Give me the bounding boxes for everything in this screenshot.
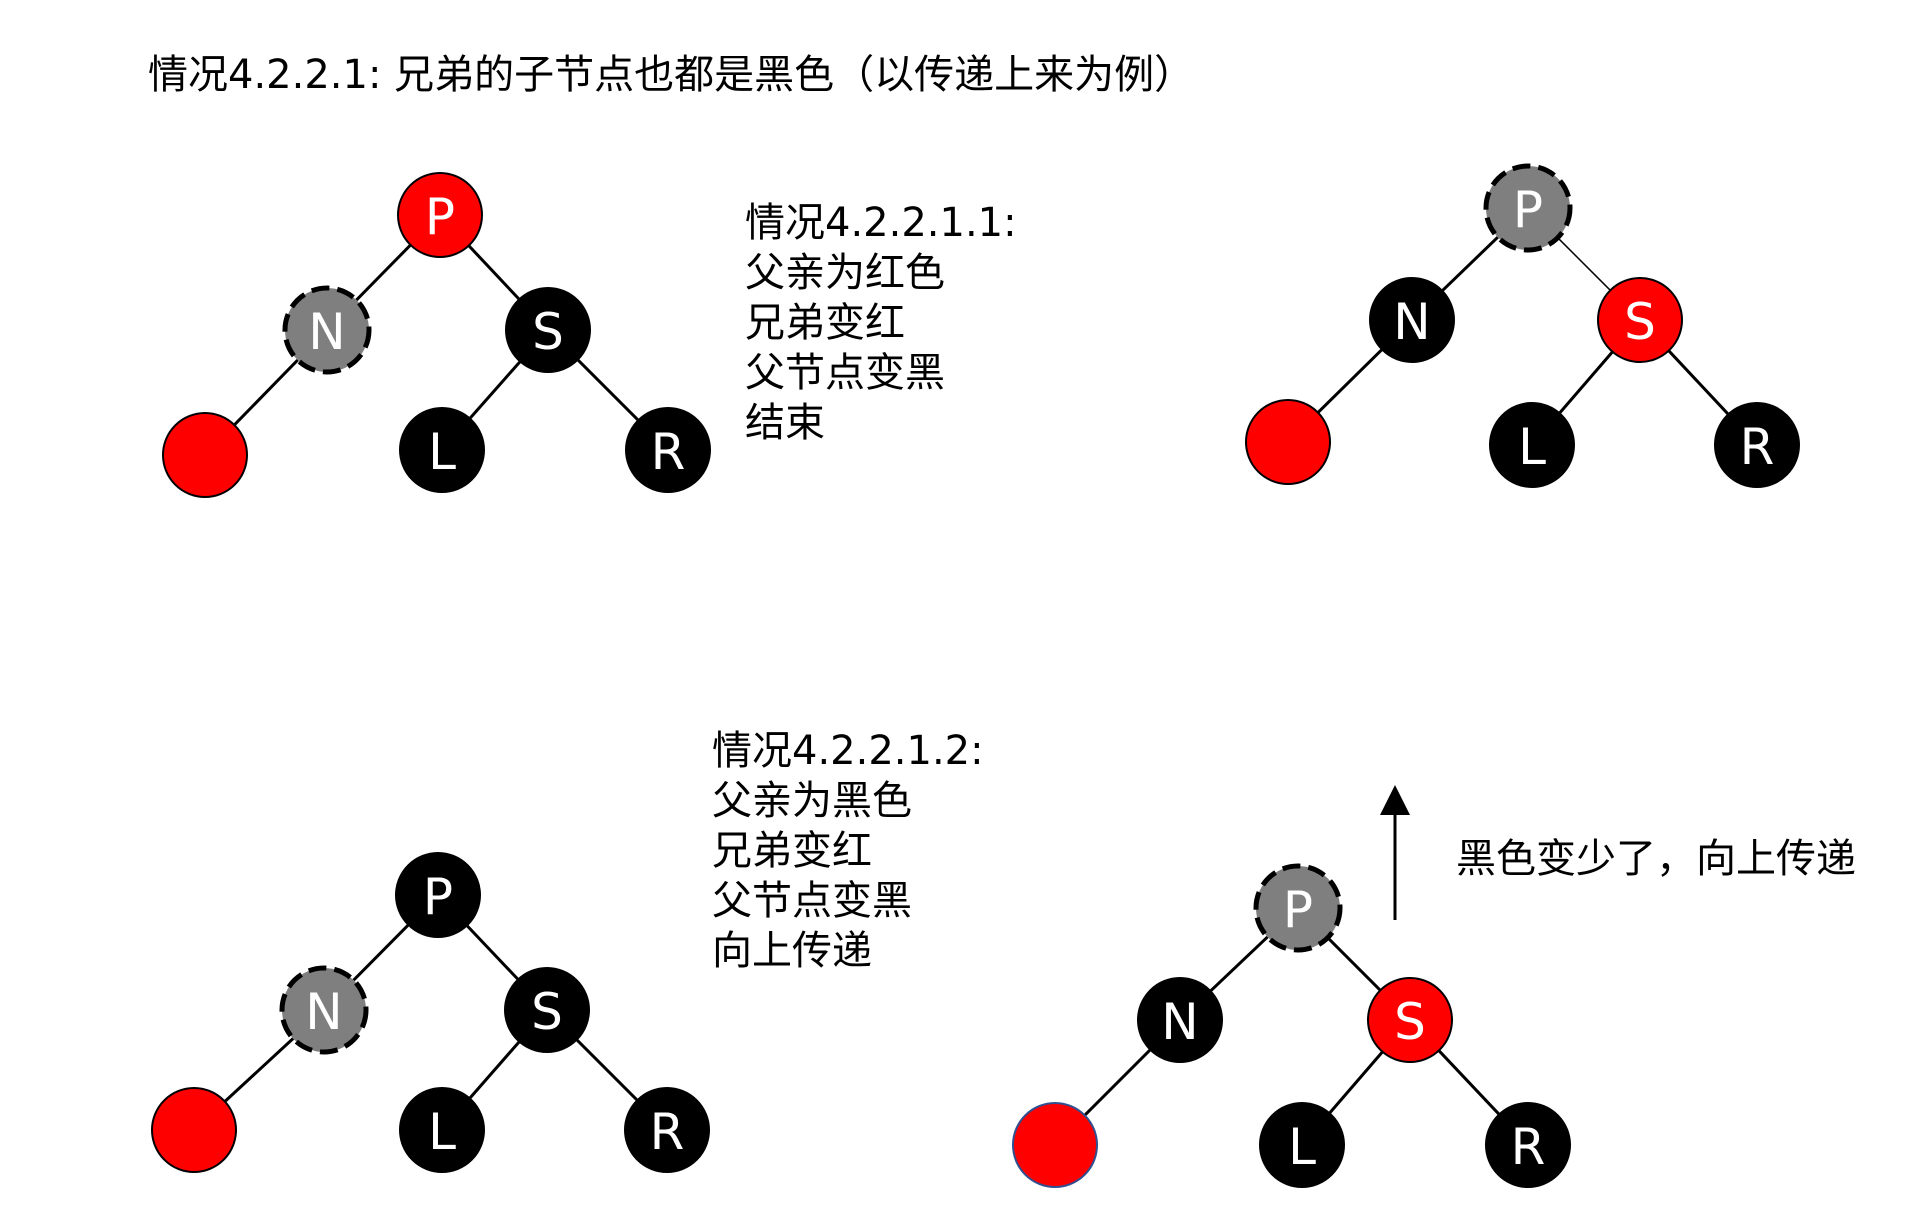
tree-node-label: L	[1518, 418, 1546, 476]
tree-node-label: P	[1513, 181, 1543, 239]
note-line: 情况4.2.2.1.2:	[712, 728, 984, 774]
tree-edge-p-n	[352, 923, 410, 982]
tree-edge-s-l	[468, 360, 522, 420]
tree-node-label: N	[305, 983, 342, 1041]
tree-node-label: N	[1161, 993, 1198, 1051]
tree-node-nephew	[1012, 1102, 1098, 1188]
tree-edge-s-l	[1328, 1050, 1384, 1115]
note-line: 情况4.2.2.1.1:	[745, 200, 1017, 246]
tree-node-r	[1485, 1102, 1571, 1188]
tree-node-n	[1369, 277, 1455, 363]
tree-edge-s-l	[468, 1040, 521, 1100]
tree-bottom-right: P N S L R	[1012, 863, 1571, 1188]
tree-edge-p-n	[1209, 935, 1269, 993]
tree-edge-s-r	[1437, 1049, 1501, 1116]
note-line: 父节点变黑	[712, 878, 912, 924]
tree-bottom-left: P N S L R	[151, 852, 710, 1173]
tree-node-s	[1367, 977, 1453, 1063]
tree-node-label: S	[1394, 993, 1426, 1051]
tree-node-nephew	[151, 1087, 237, 1173]
tree-node-s	[505, 287, 591, 373]
tree-node-label: S	[531, 983, 563, 1041]
tree-node-l	[1259, 1102, 1345, 1188]
tree-edge-p-s	[1557, 237, 1611, 291]
tree-edge-p-s	[465, 924, 520, 981]
tree-edge-p-n	[1441, 236, 1499, 292]
tree-edge-p-s	[467, 244, 521, 301]
tree-top-left: P N S L R	[162, 172, 711, 498]
tree-edge-p-s	[1326, 936, 1382, 992]
tree-node-label: P	[423, 868, 453, 926]
tree-node-label: N	[308, 303, 345, 361]
tree-edge-s-r	[1667, 349, 1730, 416]
page-title: 情况4.2.2.1: 兄弟的子节点也都是黑色（以传递上来为例）	[148, 52, 1195, 98]
note-line: 父节点变黑	[745, 350, 945, 396]
tree-node-l	[399, 1087, 485, 1173]
tree-node-n	[282, 285, 372, 375]
tree-node-label: L	[1288, 1118, 1316, 1176]
tree-node-r	[1714, 402, 1800, 488]
tree-edge-n-x	[233, 359, 299, 426]
tree-node-label: P	[1283, 881, 1313, 939]
tree-node-r	[624, 1087, 710, 1173]
tree-node-p	[395, 852, 481, 938]
tree-edge-p-n	[355, 243, 412, 302]
note-line: 兄弟变红	[745, 300, 905, 346]
tree-node-label: L	[428, 1103, 456, 1161]
tree-node-label: L	[428, 423, 456, 481]
tree-node-p	[1253, 863, 1343, 953]
tree-edge-s-r	[576, 358, 640, 422]
tree-node-label: R	[1740, 418, 1775, 476]
tree-node-s	[504, 967, 590, 1053]
tree-node-l	[1489, 402, 1575, 488]
tree-node-r	[625, 407, 711, 493]
tree-node-n	[279, 965, 369, 1055]
tree-node-label: N	[1393, 293, 1430, 351]
tree-node-label: R	[1511, 1118, 1546, 1176]
tree-node-label: P	[425, 188, 455, 246]
note-line: 向上传递	[712, 928, 872, 974]
tree-node-l	[399, 407, 485, 493]
tree-node-label: S	[1624, 293, 1656, 351]
case-note-red-parent: 情况4.2.2.1.1: 父亲为红色 兄弟变红 父节点变黑 结束	[745, 198, 1017, 448]
note-line: 父亲为黑色	[712, 778, 912, 824]
tree-node-label: R	[650, 1103, 685, 1161]
tree-node-p	[1483, 163, 1573, 253]
case-note-black-parent: 情况4.2.2.1.2: 父亲为黑色 兄弟变红 父节点变黑 向上传递	[712, 726, 984, 976]
tree-edge-n-x	[223, 1037, 295, 1103]
tree-node-n	[1137, 977, 1223, 1063]
note-line: 结束	[745, 400, 825, 446]
tree-node-s	[1597, 277, 1683, 363]
note-line: 兄弟变红	[712, 828, 872, 874]
tree-edge-n-x	[1316, 348, 1384, 414]
tree-top-right: P N S L R	[1245, 163, 1800, 488]
tree-edge-s-l	[1558, 350, 1614, 415]
tree-node-label: S	[532, 303, 564, 361]
arrow-note: 黑色变少了，向上传递	[1456, 836, 1856, 882]
tree-node-label: R	[651, 423, 686, 481]
tree-node-nephew	[162, 412, 248, 498]
tree-node-nephew	[1245, 399, 1331, 485]
note-line: 父亲为红色	[745, 250, 945, 296]
tree-edge-s-r	[575, 1038, 639, 1102]
tree-node-p	[397, 172, 483, 258]
tree-edge-n-x	[1083, 1048, 1152, 1117]
